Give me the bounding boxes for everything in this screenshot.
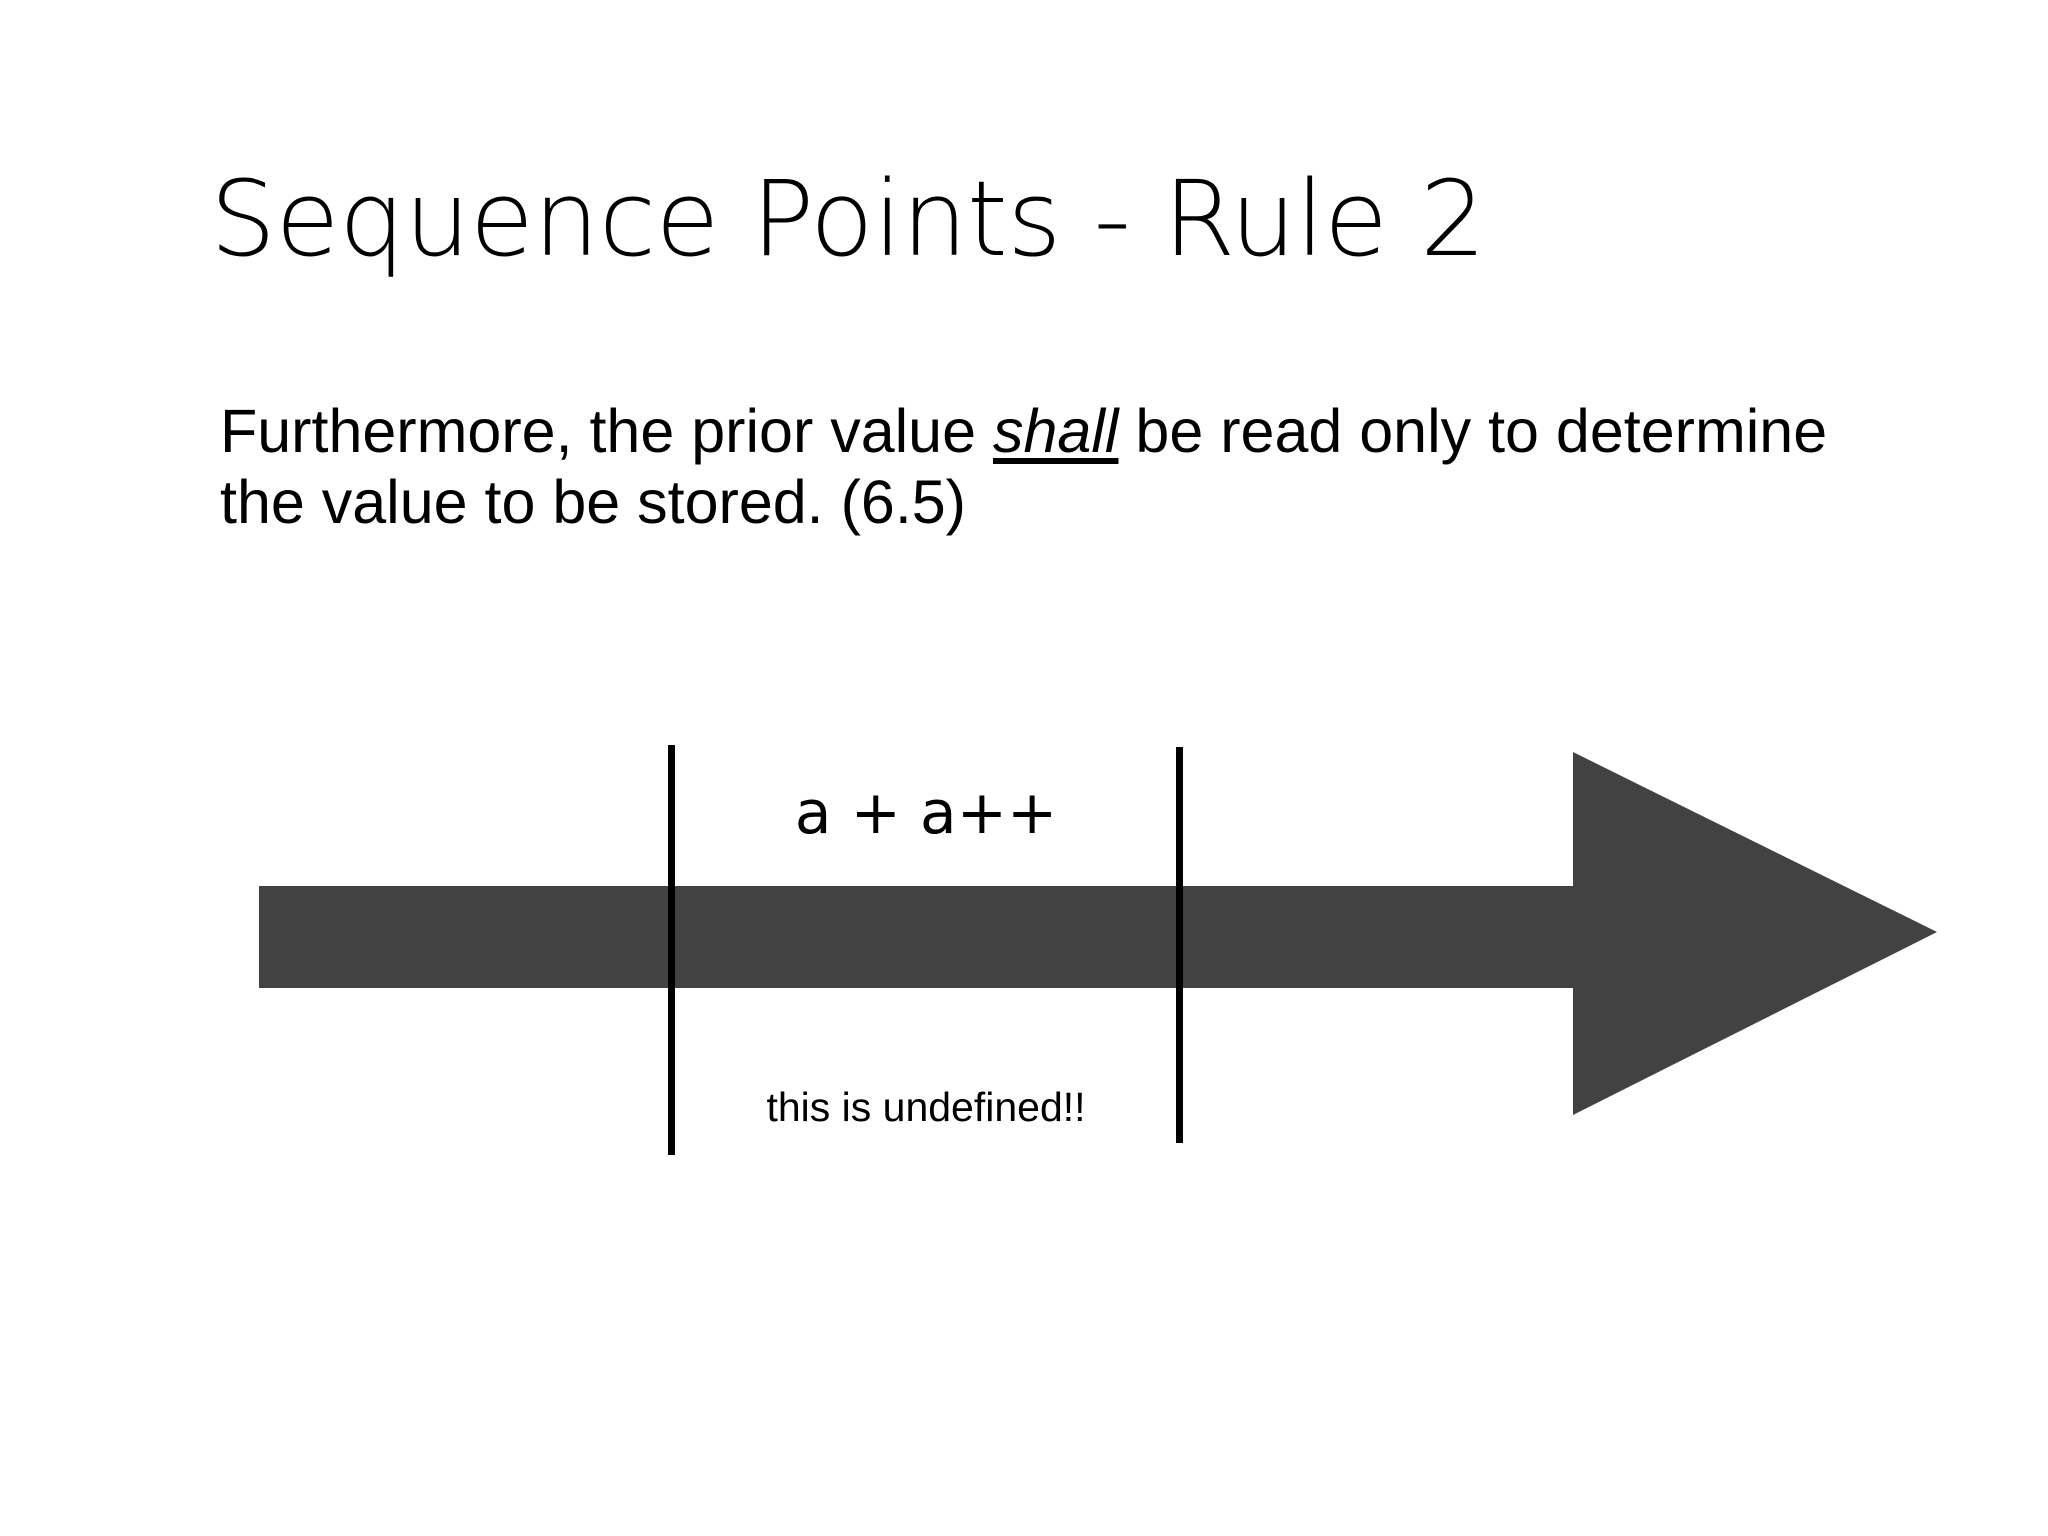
- body-text-after-emphasis: be read only to determine the value to b…: [220, 397, 1828, 537]
- undefined-behavior-caption: this is undefined!!: [766, 1084, 1086, 1130]
- body-text-before-emphasis: Furthermore, the prior value: [220, 397, 993, 465]
- sequence-point-line-right: [1176, 747, 1183, 1143]
- page-title: Sequence Points - Rule 2: [210, 158, 1486, 280]
- sequence-point-line-left: [668, 745, 675, 1155]
- code-expression-label: a + a++: [794, 778, 1058, 848]
- body-text-emphasis: shall: [992, 397, 1119, 465]
- timeline-arrow-icon: [259, 752, 1937, 1115]
- body-paragraph: Furthermore, the prior value shall be re…: [220, 396, 1860, 539]
